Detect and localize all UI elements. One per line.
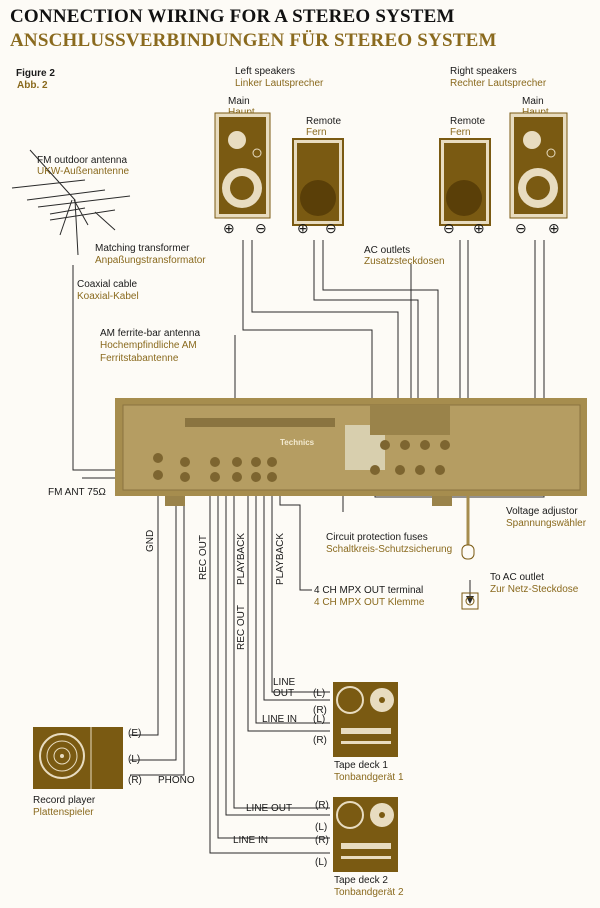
wire-playback-1-r (233, 485, 330, 809)
td1-line-in: LINE IN (262, 714, 298, 725)
wire-mpx (279, 485, 312, 591)
fuses-label: Circuit protection fuses (326, 532, 428, 543)
wire-playback-1-l (225, 485, 330, 816)
tape-deck-2-label-de: Tonbandgerät 2 (334, 887, 404, 898)
fm-antenna-label-de: UKW-Außenantenne (37, 166, 130, 177)
tape-deck-2-icon (333, 797, 398, 872)
coax-cable (72, 265, 90, 471)
fm-antenna-label: FM outdoor antenna (37, 155, 128, 166)
to-ac-label-de: Zur Netz-Steckdose (490, 584, 579, 595)
td2-line-out: LINE OUT (246, 803, 293, 814)
tape-deck-1-icon (333, 682, 398, 757)
td2-r2: (R) (315, 835, 329, 846)
terminal-minus-icon: ⊖ (443, 220, 455, 236)
wire-remote-left-minus (322, 240, 439, 400)
fuses-label-de: Schaltkreis-Schutzsicherung (326, 544, 453, 555)
left-speakers-label-de: Linker Lautsprecher (235, 78, 324, 89)
remote-right-label: Remote (450, 116, 486, 127)
voltage-label: Voltage adjustor (506, 506, 578, 517)
wire-main-left-plus (242, 240, 373, 400)
wire-playback-2-r (271, 485, 330, 693)
wire-rec-out-2-l (247, 485, 330, 732)
wire-rec-out-1-r (217, 485, 330, 839)
td1-l1: (L) (313, 688, 326, 699)
wire-rec-out-2-r (255, 485, 330, 724)
tape-deck-1-label-de: Tonbandgerät 1 (334, 772, 404, 783)
wire-remote-left-plus (313, 240, 419, 400)
td1-out: OUT (273, 688, 295, 699)
ac-outlets-label: AC outlets (364, 245, 411, 256)
right-speakers-label-de: Rechter Lautsprecher (450, 78, 547, 89)
rec-out-1-label: REC OUT (198, 535, 209, 580)
voltage-label-de: Spannungswähler (506, 518, 587, 529)
gnd-label: GND (145, 529, 156, 552)
playback-1-label: PLAYBACK (236, 532, 247, 585)
remote-left-label: Remote (306, 116, 342, 127)
figure-de: Abb. 2 (17, 80, 48, 91)
td1-line-out: LINE (273, 677, 296, 688)
rp-r: (R) (128, 775, 142, 786)
matching-transformer-label-de: Anpaßungstransformator (95, 255, 206, 266)
record-player-icon (33, 727, 123, 789)
record-player-label-de: Plattenspieler (33, 807, 94, 818)
record-player-label: Record player (33, 795, 96, 806)
terminal-plus-icon: ⊕ (473, 220, 485, 236)
tape-deck-2-label: Tape deck 2 (334, 875, 388, 886)
speaker-main-right-icon (509, 112, 568, 219)
ac-outlets-label-de: Zusatzsteckdosen (364, 256, 445, 267)
wire-main-left-minus (251, 240, 399, 400)
phono-label: PHONO (158, 775, 195, 786)
td1-l2: (L) (313, 714, 326, 725)
speaker-main-left-icon (214, 112, 271, 219)
am-antenna-label: AM ferrite-bar antenna (100, 328, 201, 339)
playback-2-label: PLAYBACK (275, 532, 286, 585)
remote-right-label-de: Fern (450, 127, 471, 138)
matching-transformer-label: Matching transformer (95, 243, 190, 254)
mpx-label: 4 CH MPX OUT terminal (314, 585, 424, 596)
am-antenna-label-de1: Hochempfindliche AM (100, 340, 197, 351)
terminal-minus-icon: ⊖ (325, 220, 337, 236)
speaker-remote-left-icon (292, 138, 344, 226)
tape-deck-1-label: Tape deck 1 (334, 760, 388, 771)
main-right-label: Main (522, 96, 544, 107)
title-de: ANSCHLUSSVERBINDUNGEN FÜR STEREO SYSTEM (10, 30, 497, 51)
wire-phono-r (130, 485, 185, 776)
wire-rec-out-1-l (209, 485, 330, 854)
fm-ant-label: FM ANT 75Ω (48, 487, 106, 498)
title-en: CONNECTION WIRING FOR A STEREO SYSTEM (10, 6, 455, 27)
td2-l1: (L) (315, 822, 328, 833)
right-speakers-label: Right speakers (450, 66, 517, 77)
terminal-minus-icon: ⊖ (255, 220, 267, 236)
figure-en: Figure 2 (16, 68, 55, 79)
rp-l: (L) (128, 754, 141, 765)
receiver-rear-panel (115, 398, 587, 506)
terminal-plus-icon: ⊕ (297, 220, 309, 236)
wire-phono-l (130, 485, 177, 761)
remote-left-label-de: Fern (306, 127, 327, 138)
terminal-minus-icon: ⊖ (515, 220, 527, 236)
speaker-remote-right-icon (439, 138, 491, 226)
td1-r2: (R) (313, 735, 327, 746)
main-left-label: Main (228, 96, 250, 107)
to-ac-label: To AC outlet (490, 572, 544, 583)
terminal-plus-icon: ⊕ (548, 220, 560, 236)
wire-playback-2-l (263, 485, 330, 701)
terminal-plus-icon: ⊕ (223, 220, 235, 236)
td1-r1: (R) (313, 705, 327, 716)
rp-e: (E) (128, 728, 142, 739)
wire-gnd (130, 485, 159, 736)
td2-r1: (R) (315, 800, 329, 811)
technics-logo: Technics (280, 438, 315, 447)
coax-label: Coaxial cable (77, 279, 138, 290)
wall-outlet-icon (461, 592, 479, 610)
coax-label-de: Koaxial-Kabel (77, 291, 139, 302)
mpx-label-de: 4 CH MPX OUT Klemme (314, 597, 425, 608)
am-antenna-label-de2: Ferritstabantenne (100, 353, 179, 364)
td2-l2: (L) (315, 857, 328, 868)
left-speakers-label: Left speakers (235, 66, 296, 77)
td2-line-in: LINE IN (233, 835, 269, 846)
rec-out-2-label: REC OUT (236, 605, 247, 650)
